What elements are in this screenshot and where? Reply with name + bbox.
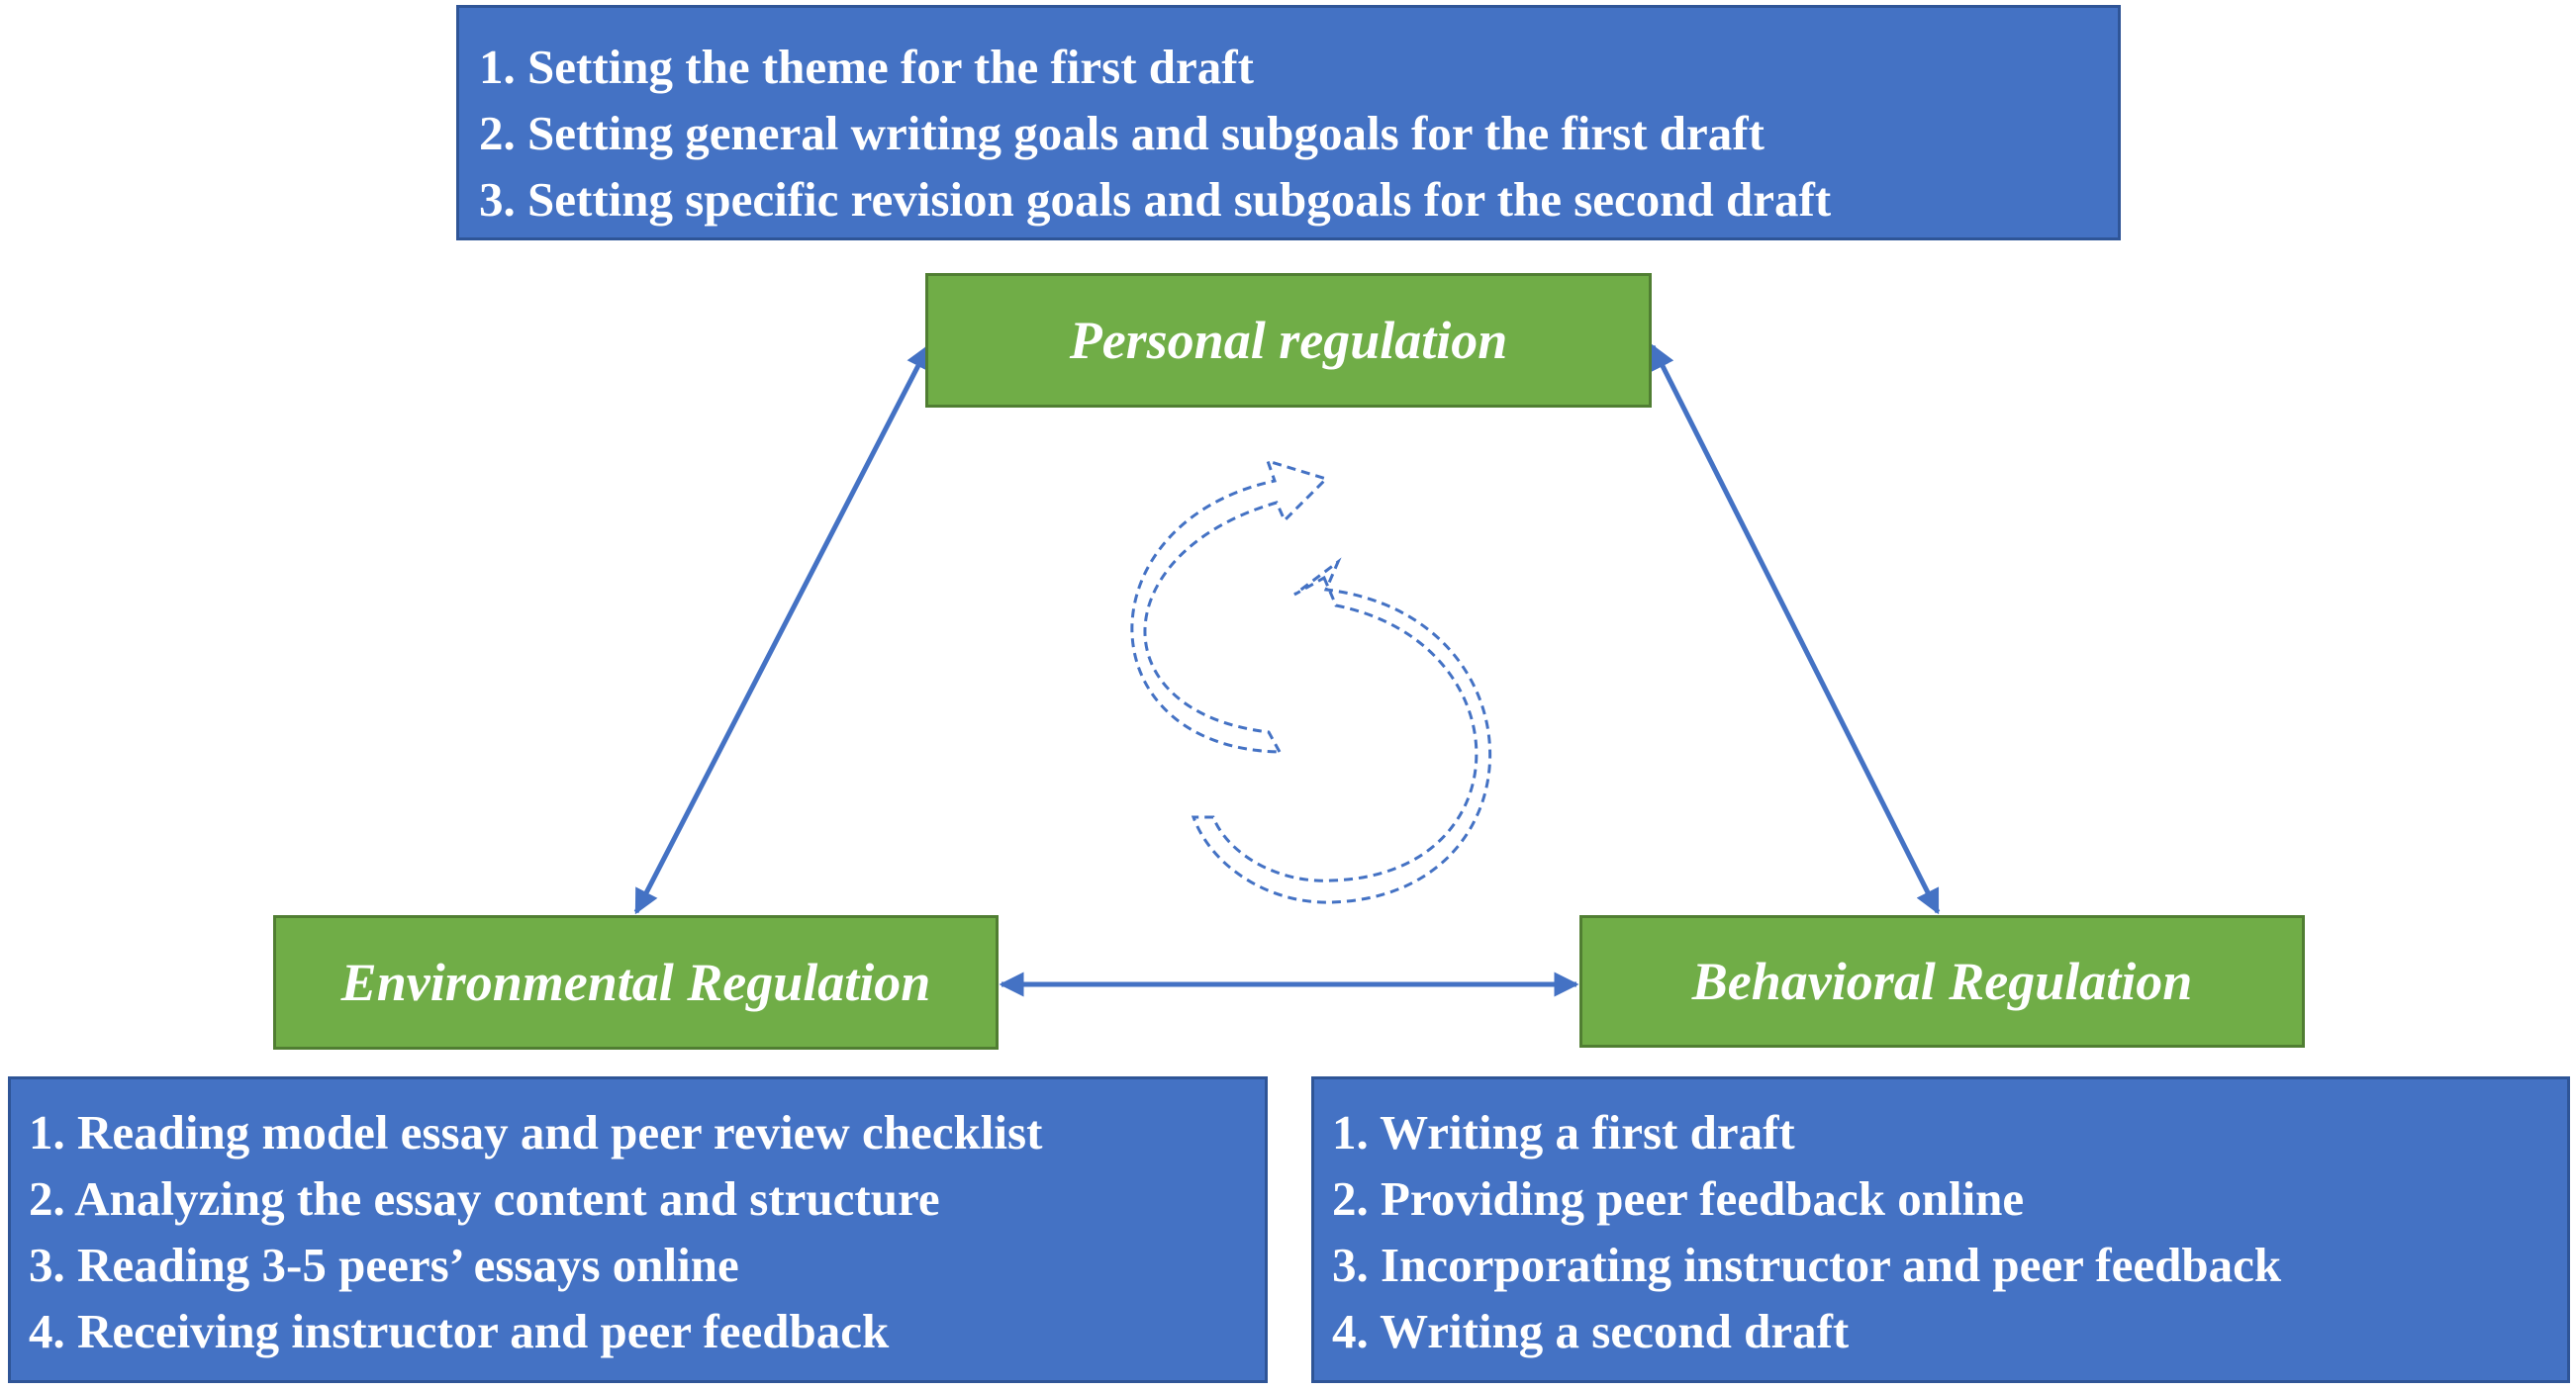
- cycle-lower-arrow-icon: [1191, 557, 1491, 904]
- list-item: 4. Writing a second draft: [1332, 1304, 1850, 1358]
- list-item: 1. Reading model essay and peer review c…: [29, 1105, 1043, 1159]
- list-item: 4. Receiving instructor and peer feedbac…: [29, 1304, 890, 1358]
- node-label: Behavioral Regulation: [1691, 952, 2193, 1011]
- arrow-personal-behavioral: [1650, 343, 1941, 915]
- behavioral-regulation-steps-box: 1. Writing a first draft 2. Providing pe…: [1311, 1076, 2570, 1383]
- list-item: 3. Reading 3-5 peers’ essays online: [29, 1238, 739, 1292]
- list-item: 1. Writing a first draft: [1332, 1105, 1795, 1159]
- cycle-upper-arrow-icon: [1130, 458, 1329, 754]
- behavioral-regulation-node: Behavioral Regulation: [1579, 915, 2305, 1048]
- list-item: 2. Analyzing the essay content and struc…: [29, 1171, 940, 1226]
- node-label: Environmental Regulation: [340, 953, 931, 1012]
- list-item: 3. Incorporating instructor and peer fee…: [1332, 1238, 2282, 1292]
- personal-regulation-node: Personal regulation: [925, 273, 1652, 408]
- environmental-regulation-steps-box: 1. Reading model essay and peer review c…: [8, 1076, 1268, 1383]
- list-item: 1. Setting the theme for the first draft: [479, 40, 1254, 94]
- list-item: 3. Setting specific revision goals and s…: [479, 172, 1832, 227]
- list-item: 2. Providing peer feedback online: [1332, 1171, 2025, 1226]
- cycle-icon: [1130, 458, 1491, 904]
- personal-regulation-steps-box: 1. Setting the theme for the first draft…: [456, 5, 2121, 240]
- node-label: Personal regulation: [1069, 311, 1508, 370]
- arrow-personal-environmental: [633, 343, 931, 915]
- list-item: 2. Setting general writing goals and sub…: [479, 106, 1765, 160]
- environmental-regulation-node: Environmental Regulation: [273, 915, 999, 1050]
